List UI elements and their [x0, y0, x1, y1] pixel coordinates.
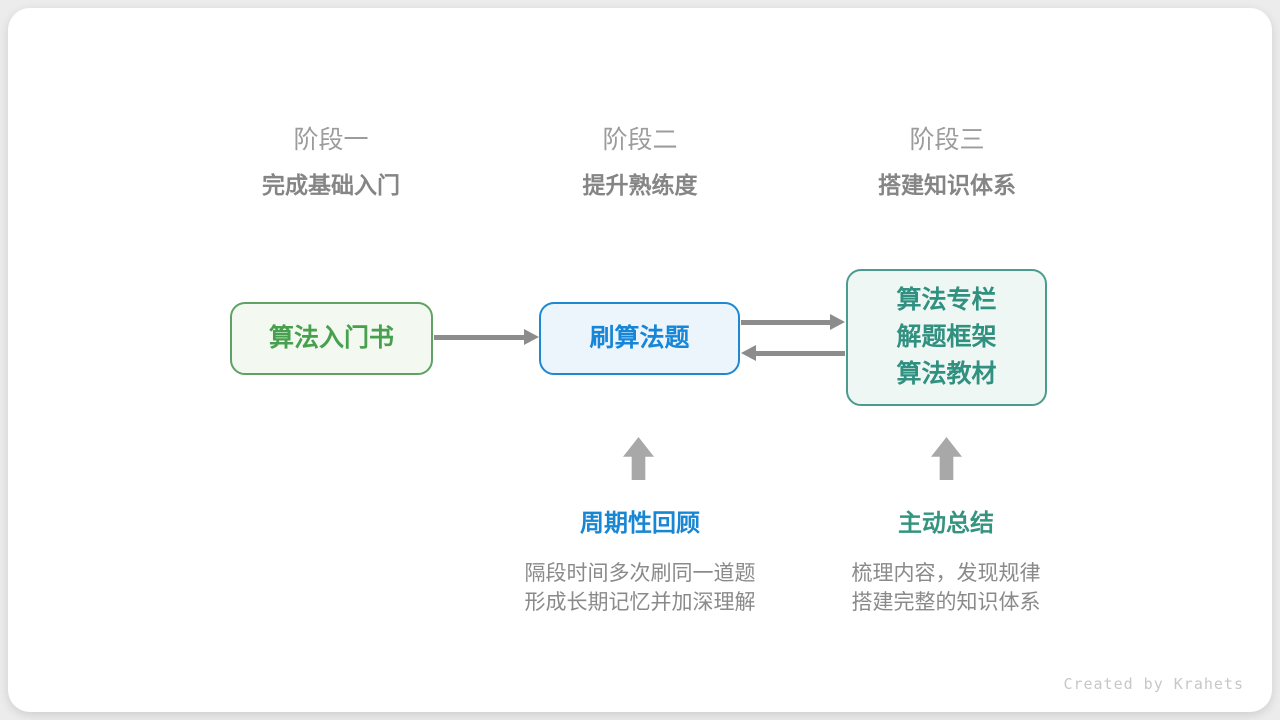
arrow-shaft: [741, 319, 830, 325]
credit-text: Created by Krahets: [1063, 675, 1244, 693]
stage-2-header: 阶段二 提升熟练度: [480, 125, 800, 199]
stage-3-header: 阶段三 搭建知识体系: [787, 125, 1107, 199]
arrow-shaft: [756, 350, 845, 356]
stage-2-title: 阶段二: [602, 126, 678, 154]
stage-1-subtitle: 完成基础入门: [262, 172, 400, 198]
arrow-right-icon: [741, 314, 845, 330]
arrow-left-icon: [741, 345, 845, 361]
node-resources-line-2: 解题框架: [896, 323, 997, 351]
node-intro-book: 算法入门书: [230, 302, 433, 375]
arrow-shaft: [434, 334, 524, 340]
annotation-active-summary: 主动总结 梳理内容，发现规律 搭建完整的知识体系: [746, 510, 1146, 617]
node-resources-line-1: 算法专栏: [896, 286, 997, 314]
node-intro-book-label: 算法入门书: [268, 324, 394, 352]
annotation-active-summary-text: 梳理内容，发现规律 搭建完整的知识体系: [746, 559, 1146, 617]
arrow-head: [830, 314, 845, 330]
node-practice-problems-label: 刷算法题: [589, 324, 690, 352]
annotation-line: 梳理内容，发现规律: [851, 562, 1041, 585]
node-practice-problems: 刷算法题: [539, 302, 740, 375]
annotation-line: 搭建完整的知识体系: [851, 591, 1041, 614]
annotation-active-summary-title: 主动总结: [898, 510, 994, 537]
annotation-periodic-review-text: 隔段时间多次刷同一道题 形成长期记忆并加深理解: [440, 559, 840, 617]
stage-1-title: 阶段一: [293, 126, 369, 154]
annotation-periodic-review-title: 周期性回顾: [580, 510, 700, 537]
stage-2-subtitle: 提升熟练度: [582, 172, 698, 198]
stage-1-header: 阶段一 完成基础入门: [171, 125, 491, 199]
node-knowledge-resources: 算法专栏 解题框架 算法教材: [846, 269, 1047, 406]
annotation-line: 隔段时间多次刷同一道题: [524, 562, 756, 585]
stage-3-title: 阶段三: [909, 126, 985, 154]
annotation-periodic-review: 周期性回顾 隔段时间多次刷同一道题 形成长期记忆并加深理解: [440, 510, 840, 617]
stage-3-subtitle: 搭建知识体系: [878, 172, 1016, 198]
annotation-line: 形成长期记忆并加深理解: [524, 591, 756, 614]
node-resources-line-3: 算法教材: [896, 360, 997, 388]
arrow-head: [524, 329, 539, 345]
arrow-head: [741, 345, 756, 361]
arrow-right-icon: [434, 329, 539, 345]
